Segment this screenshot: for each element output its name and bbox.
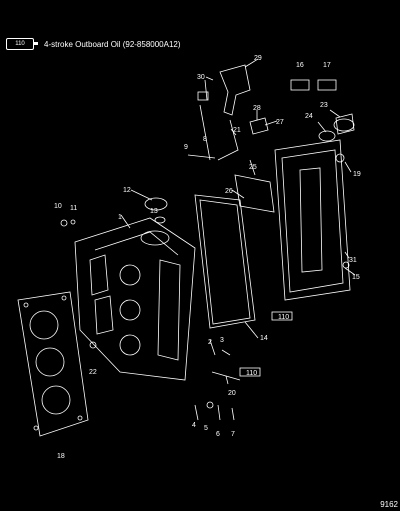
fitting-7 bbox=[231, 407, 235, 421]
oil-tag-1 bbox=[271, 311, 293, 321]
bracket bbox=[219, 64, 251, 116]
washer-5 bbox=[206, 401, 214, 409]
sensor-30 bbox=[204, 79, 208, 101]
callout-3: 3 bbox=[220, 337, 224, 344]
callout-22: 22 bbox=[89, 369, 97, 376]
callout-28: 28 bbox=[253, 105, 261, 112]
washer-11 bbox=[70, 219, 76, 225]
callout-20: 20 bbox=[228, 390, 236, 397]
callout-26: 26 bbox=[225, 188, 233, 195]
callout-4: 4 bbox=[192, 422, 196, 429]
thermostat-seal bbox=[144, 197, 168, 211]
callout-19: 19 bbox=[353, 171, 361, 178]
rocker-cover bbox=[274, 139, 351, 301]
cover-gasket-inner bbox=[199, 199, 251, 325]
callout-8: 8 bbox=[203, 136, 207, 143]
callout-11: 11 bbox=[70, 205, 77, 212]
callout-17: 17 bbox=[323, 62, 331, 69]
callout-21: 21 bbox=[233, 127, 241, 134]
thermostat bbox=[154, 216, 166, 224]
callout-18: 18 bbox=[57, 453, 65, 460]
legend: 110 4-stroke Outboard Oil (92-858000A12) bbox=[6, 38, 181, 50]
plug-10 bbox=[60, 219, 68, 227]
oil-tag-2 bbox=[239, 367, 261, 377]
cover-gasket bbox=[194, 194, 256, 329]
bolt-9 bbox=[187, 154, 216, 159]
oil-tag-3 bbox=[197, 91, 209, 101]
part-16-box bbox=[290, 79, 310, 91]
oil-fill-cap bbox=[318, 113, 355, 142]
callout-27: 27 bbox=[276, 119, 284, 126]
callout-9: 9 bbox=[184, 144, 188, 151]
callout-15: 15 bbox=[352, 274, 360, 281]
callout-5: 5 bbox=[204, 425, 208, 432]
drawing-code: 9162 bbox=[380, 500, 398, 509]
callout-14: 14 bbox=[260, 335, 268, 342]
callout-29: 29 bbox=[254, 55, 262, 62]
callout-30: 30 bbox=[197, 74, 205, 81]
callout-7: 7 bbox=[231, 431, 235, 438]
callout-6: 6 bbox=[216, 431, 220, 438]
callout-23: 23 bbox=[320, 102, 328, 109]
fitting-6 bbox=[217, 404, 221, 421]
cylinder-head bbox=[74, 217, 196, 381]
oil-tag-2-text: 110 bbox=[246, 370, 257, 377]
callout-24: 24 bbox=[305, 113, 313, 120]
callout-31: 31 bbox=[349, 257, 357, 264]
plug-22 bbox=[89, 341, 97, 349]
screw-4 bbox=[194, 404, 199, 421]
inspection-plate bbox=[234, 174, 275, 213]
callout-25: 25 bbox=[249, 164, 257, 171]
hose-fitting bbox=[249, 117, 269, 135]
oil-tag-1-text: 110 bbox=[278, 314, 289, 321]
stud-2 bbox=[209, 339, 216, 356]
bolt-8 bbox=[199, 104, 211, 161]
callout-10: 10 bbox=[54, 203, 62, 210]
legend-text: 4-stroke Outboard Oil (92-858000A12) bbox=[44, 39, 181, 49]
callout-16: 16 bbox=[296, 62, 304, 69]
oil-tube-icon: 110 bbox=[6, 38, 38, 50]
part-17-box bbox=[317, 79, 337, 91]
hose-21 bbox=[217, 119, 239, 161]
head-gasket bbox=[17, 291, 89, 437]
callout-2: 2 bbox=[208, 339, 212, 346]
callout-13: 13 bbox=[150, 208, 158, 215]
callout-1: 1 bbox=[118, 214, 122, 221]
callout-12: 12 bbox=[123, 187, 131, 194]
nut-3 bbox=[221, 349, 231, 356]
